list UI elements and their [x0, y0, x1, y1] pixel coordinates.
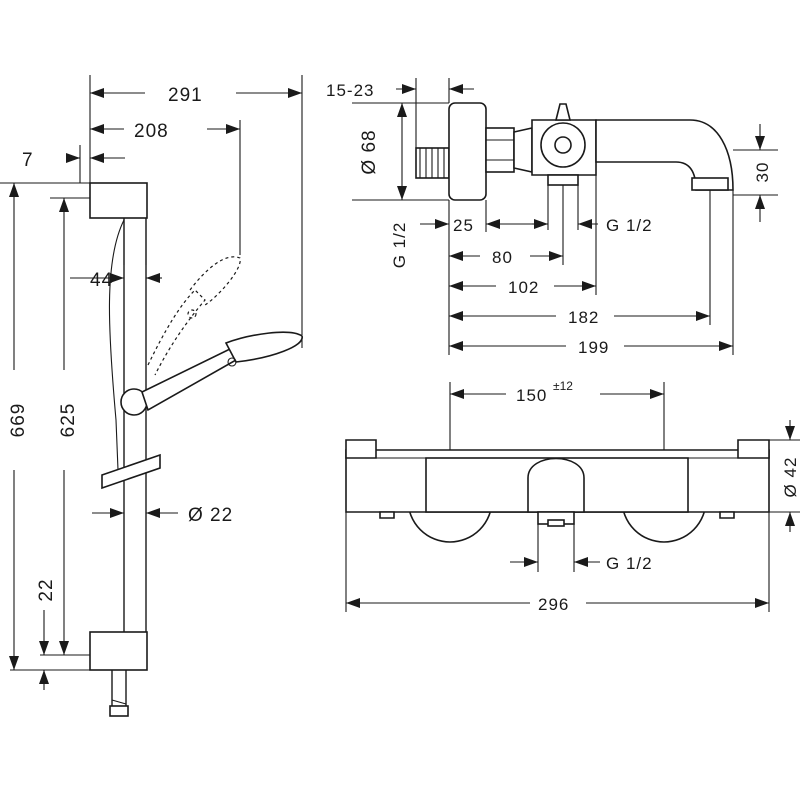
dim-22-dia: Ø 22	[188, 505, 233, 526]
dim-15-23: 15-23	[326, 81, 374, 100]
dim-30: 30	[753, 162, 772, 183]
dim-102: 102	[508, 278, 539, 297]
dim-42-dia: Ø 42	[781, 457, 800, 498]
thread-left: G 1/2	[390, 222, 409, 269]
spout	[595, 119, 734, 191]
spout-front	[527, 457, 585, 513]
dim-291: 291	[168, 85, 203, 106]
thread-right: G 1/2	[606, 216, 653, 235]
dim-150: 150	[516, 386, 547, 405]
dim-296: 296	[538, 595, 569, 614]
dim-25: 25	[453, 216, 474, 235]
dim-68-dia: Ø 68	[359, 129, 380, 174]
dim-669: 669	[8, 403, 29, 438]
hand-shower	[141, 346, 237, 412]
dim-625: 625	[58, 403, 79, 438]
dim-7: 7	[22, 150, 34, 171]
shower-rail-view: 291 208 7 44 669 625 Ø 22 22	[0, 75, 303, 717]
dim-208: 208	[134, 121, 169, 142]
dim-22: 22	[36, 578, 57, 601]
handle-right	[737, 439, 770, 459]
dim-80: 80	[492, 248, 513, 267]
dim-199: 199	[578, 338, 609, 357]
bath-spout-side-view: 15-23 Ø 68 G 1/2 25 G 1/2 80 102 182	[326, 78, 778, 357]
rail-top-bracket	[89, 182, 148, 219]
rail-bottom-bracket	[89, 631, 148, 671]
dim-182: 182	[568, 308, 599, 327]
dim-150-tolerance: ±12	[553, 379, 573, 393]
thread-bottom: G 1/2	[606, 554, 653, 573]
dim-44: 44	[90, 270, 113, 291]
escutcheon	[448, 102, 487, 201]
mixer-front-view: 150 ±12 Ø 42 G 1/2 296	[345, 379, 800, 614]
rail-slider	[101, 453, 161, 490]
handle-left	[345, 439, 377, 459]
